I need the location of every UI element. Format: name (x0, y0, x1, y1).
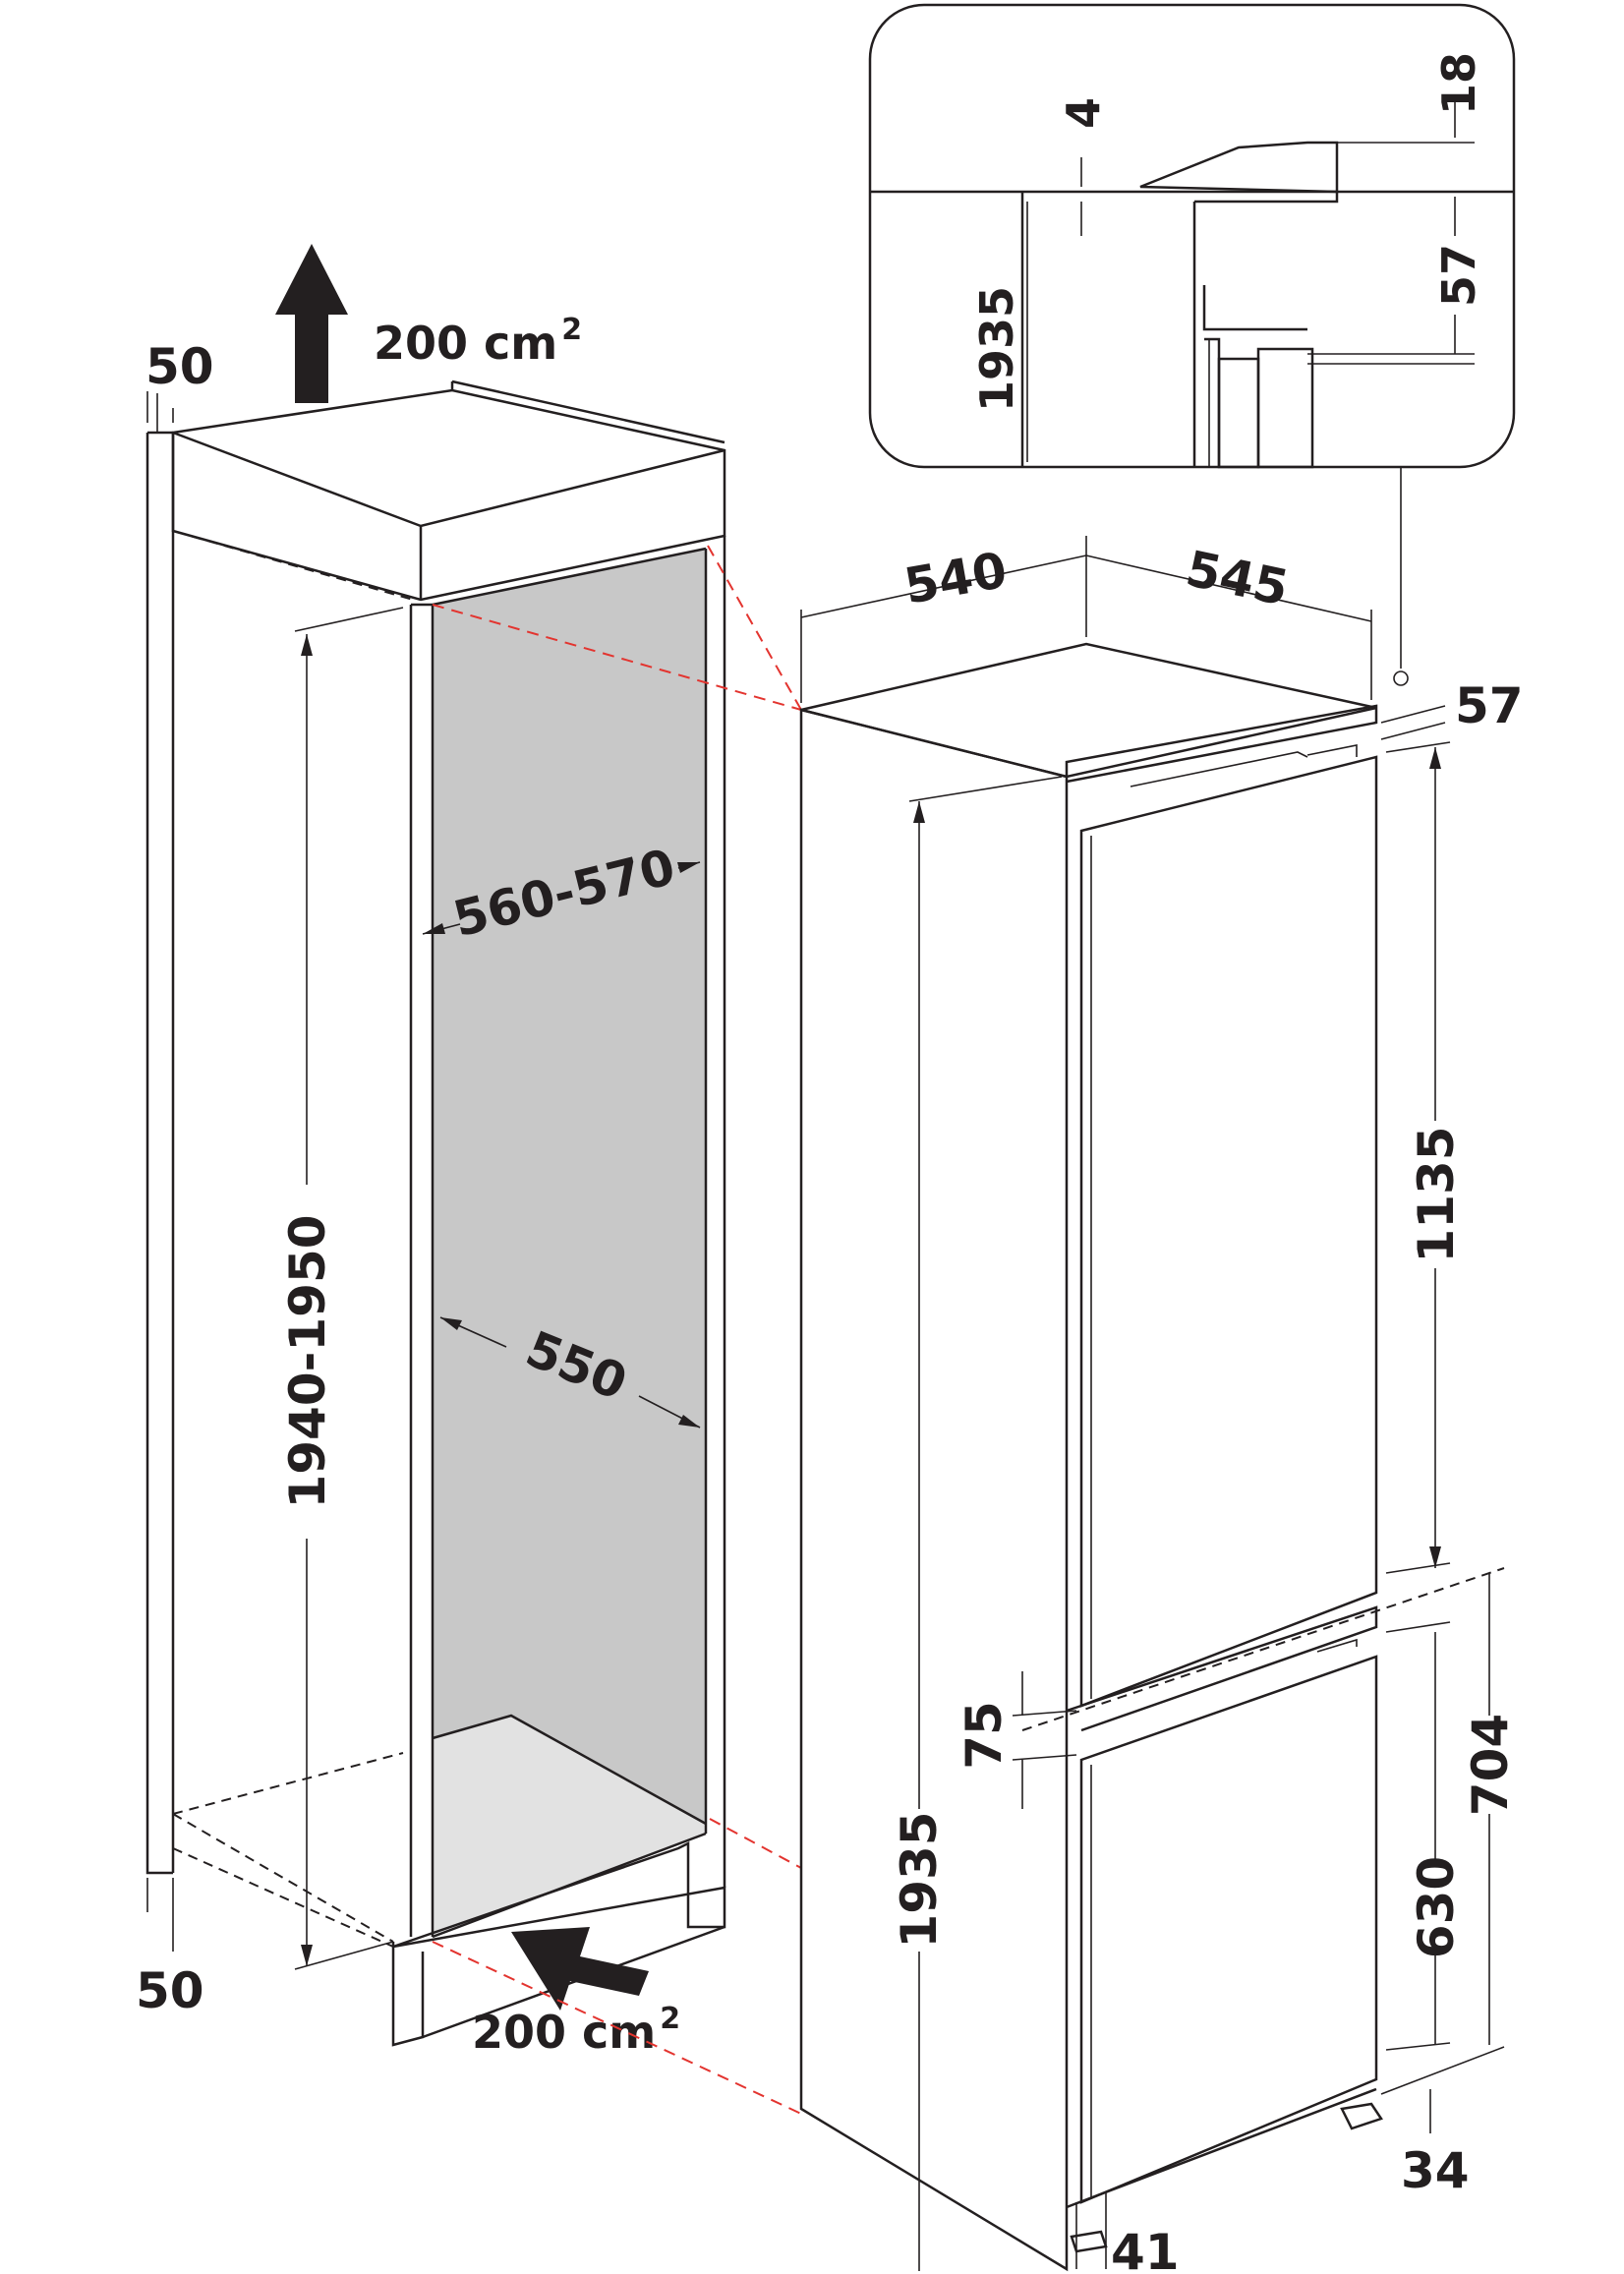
appliance-width-545-label: 545 (1181, 540, 1293, 616)
appliance-height-1935-label: 1935 (891, 1811, 948, 1948)
detail-18-label: 18 (1432, 52, 1485, 115)
vent-bottom-unit: cm (582, 2006, 656, 2059)
vent-bottom-sup: 2 (660, 2002, 680, 2036)
vent-bottom-arrow-icon (511, 1927, 649, 2011)
niche-clearance-top-label: 50 (145, 338, 214, 395)
vent-bottom-label: 200 cm 2 (472, 2002, 680, 2059)
alignment-guides (432, 545, 802, 2115)
appliance-upper-door-1135-label: 1135 (1408, 1126, 1465, 1262)
vent-top-label: 200 cm 2 (374, 313, 582, 370)
appliance-foot-34-label: 34 (1401, 2142, 1470, 2199)
niche-cabinet (145, 379, 726, 2047)
niche-clearance-bottom-label: 50 (136, 1962, 204, 2019)
detail-inset (868, 3, 1516, 469)
detail-1935-label: 1935 (970, 286, 1023, 412)
appliance-lower-704-label: 704 (1462, 1714, 1519, 1816)
appliance-top-57-label: 57 (1455, 677, 1524, 734)
appliance-depth-540-label: 540 (900, 542, 1012, 615)
niche-dimensions (146, 391, 701, 1970)
niche-floor (433, 1716, 706, 1937)
appliance (799, 642, 1383, 2272)
vent-top-value: 200 (374, 317, 468, 370)
appliance-dimensions (800, 467, 1505, 2271)
vent-top-arrow-icon (275, 244, 348, 403)
detail-57-label: 57 (1432, 244, 1485, 307)
detail-4-label: 4 (1057, 97, 1110, 129)
appliance-lower-630-label: 630 (1408, 1856, 1465, 1958)
niche-height-label: 1940-1950 (279, 1214, 336, 1508)
vent-top-sup: 2 (561, 313, 582, 347)
appliance-gap-75-label: 75 (956, 1701, 1013, 1770)
vent-bottom-value: 200 (472, 2006, 566, 2059)
niche-interior (433, 549, 706, 1937)
vent-top-unit: cm (484, 317, 557, 370)
appliance-foot-41-label: 41 (1111, 2224, 1180, 2274)
